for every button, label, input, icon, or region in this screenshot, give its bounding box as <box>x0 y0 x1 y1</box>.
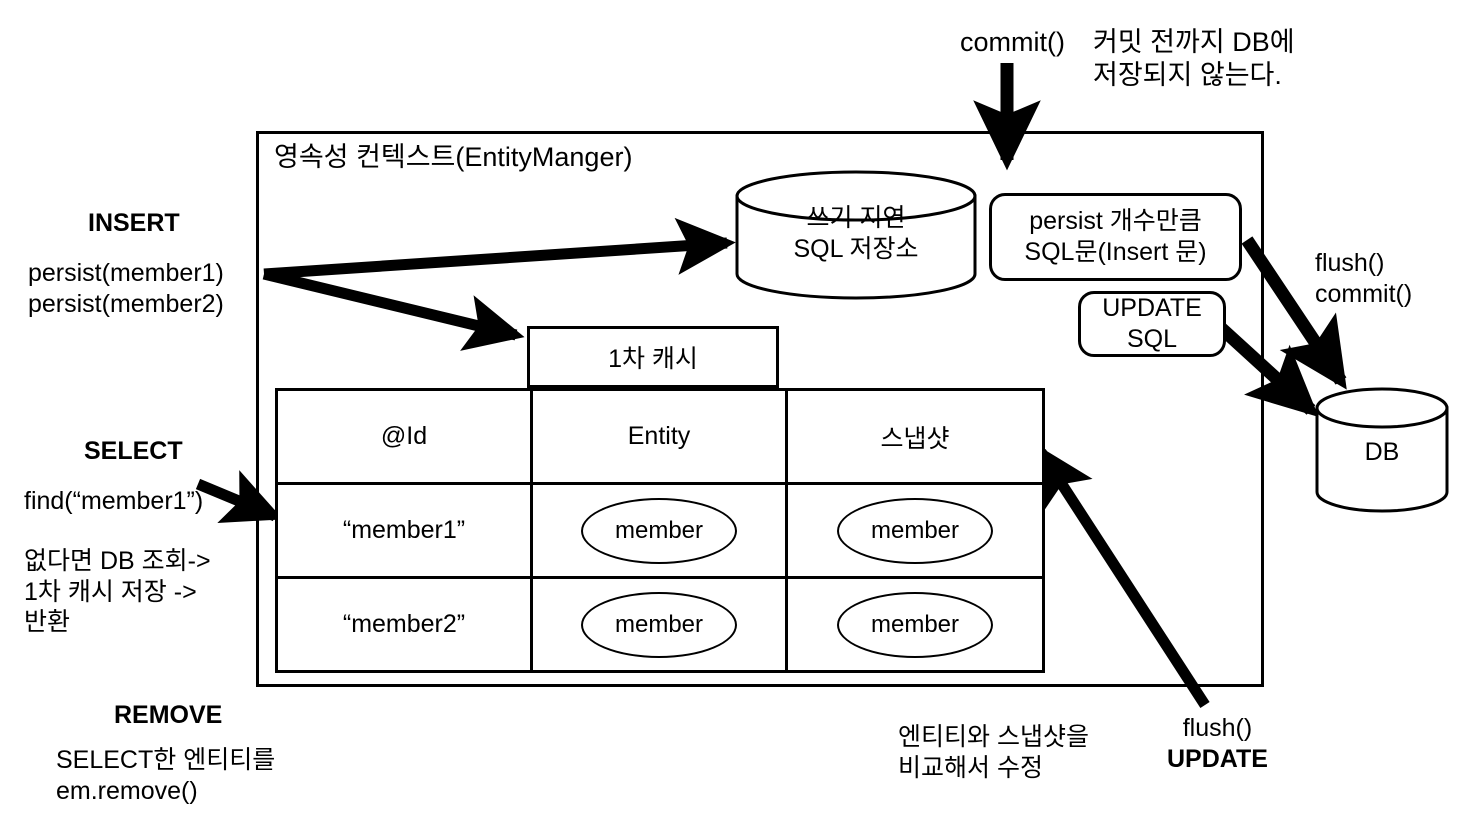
update-sql-line1: UPDATE <box>1102 293 1202 322</box>
write-store-line1: 쓰기 지연 <box>806 204 906 232</box>
insert-section-code: persist(member1) persist(member2) <box>28 258 224 319</box>
table-row: “member1” member member <box>275 482 1045 579</box>
snapshot-ellipse: member <box>837 497 993 564</box>
commit-note-line2: 저장되지 않는다. <box>1093 59 1282 90</box>
row-2-id: “member2” <box>275 576 533 673</box>
column-header-entity: Entity <box>530 388 788 485</box>
row-1-entity-cell: member <box>530 482 788 579</box>
update-sql-box: UPDATE SQL <box>1078 291 1226 357</box>
select-note-line1: 없다면 DB 조회-> <box>24 547 211 575</box>
db-flush-line1: flush() <box>1315 249 1385 277</box>
flush-update-label: flush() UPDATE <box>1167 713 1268 774</box>
remove-note-line1: SELECT한 엔티티를 <box>56 746 276 774</box>
row-2-snapshot-cell: member <box>785 576 1045 673</box>
table-row: “member2” member member <box>275 576 1045 673</box>
remove-note-line2: em.remove() <box>56 776 198 805</box>
persist-call-2: persist(member2) <box>28 289 224 318</box>
select-note-line2: 1차 캐시 저장 -> <box>24 577 197 606</box>
select-section-title: SELECT <box>84 437 183 465</box>
db-flush-commit-label: flush() commit() <box>1315 248 1412 309</box>
persistence-context-title: 영속성 컨텍스트(EntityManger) <box>274 142 633 172</box>
remove-section-title: REMOVE <box>114 701 223 729</box>
dirty-check-line1: 엔티티와 스냅샷을 <box>898 723 1089 751</box>
update-sql-line2: SQL <box>1126 325 1178 353</box>
insert-section-title: INSERT <box>88 209 180 237</box>
write-store-label: 쓰기 지연 SQL 저장소 <box>737 203 975 264</box>
column-header-id: @Id <box>275 388 533 485</box>
table-header-row: @Id Entity 스냅샷 <box>275 388 1045 485</box>
column-header-snapshot: 스냅샷 <box>785 388 1045 485</box>
entity-ellipse: member <box>581 591 737 658</box>
insert-sql-line2: SQL문(Insert 문) <box>1024 238 1207 266</box>
first-level-cache-table: @Id Entity 스냅샷 “member1” member member “… <box>275 388 1045 673</box>
dirty-check-line2: 비교해서 수정 <box>898 753 1043 782</box>
update-label: UPDATE <box>1167 744 1268 773</box>
dirty-check-note: 엔티티와 스냅샷을 비교해서 수정 <box>898 722 1089 783</box>
insert-sql-line1: persist 개수만큼 <box>1029 206 1202 235</box>
row-1-snapshot-cell: member <box>785 482 1045 579</box>
persist-call-1: persist(member1) <box>28 259 224 287</box>
commit-note-line1: 커밋 전까지 DB에 <box>1093 27 1295 57</box>
commit-note: 커밋 전까지 DB에 저장되지 않는다. <box>1093 26 1295 92</box>
row-2-entity-cell: member <box>530 576 788 673</box>
select-section-code: find(“member1”) <box>24 487 204 515</box>
row-1-id: “member1” <box>275 482 533 579</box>
select-section-note: 없다면 DB 조회-> 1차 캐시 저장 -> 반환 <box>24 546 211 638</box>
entity-ellipse: member <box>581 497 737 564</box>
commit-call-label: commit() <box>960 27 1065 57</box>
db-label: DB <box>1364 438 1400 466</box>
write-store-line2: SQL 저장소 <box>793 234 919 263</box>
db-flush-line2: commit() <box>1315 279 1413 308</box>
flush-label: flush() <box>1182 714 1253 742</box>
first-level-cache-header: 1차 캐시 <box>527 326 779 388</box>
snapshot-ellipse: member <box>837 591 993 658</box>
remove-section-note: SELECT한 엔티티를 em.remove() <box>56 745 275 806</box>
insert-sql-box: persist 개수만큼 SQL문(Insert 문) <box>989 193 1242 281</box>
select-note-line3: 반환 <box>24 608 71 636</box>
